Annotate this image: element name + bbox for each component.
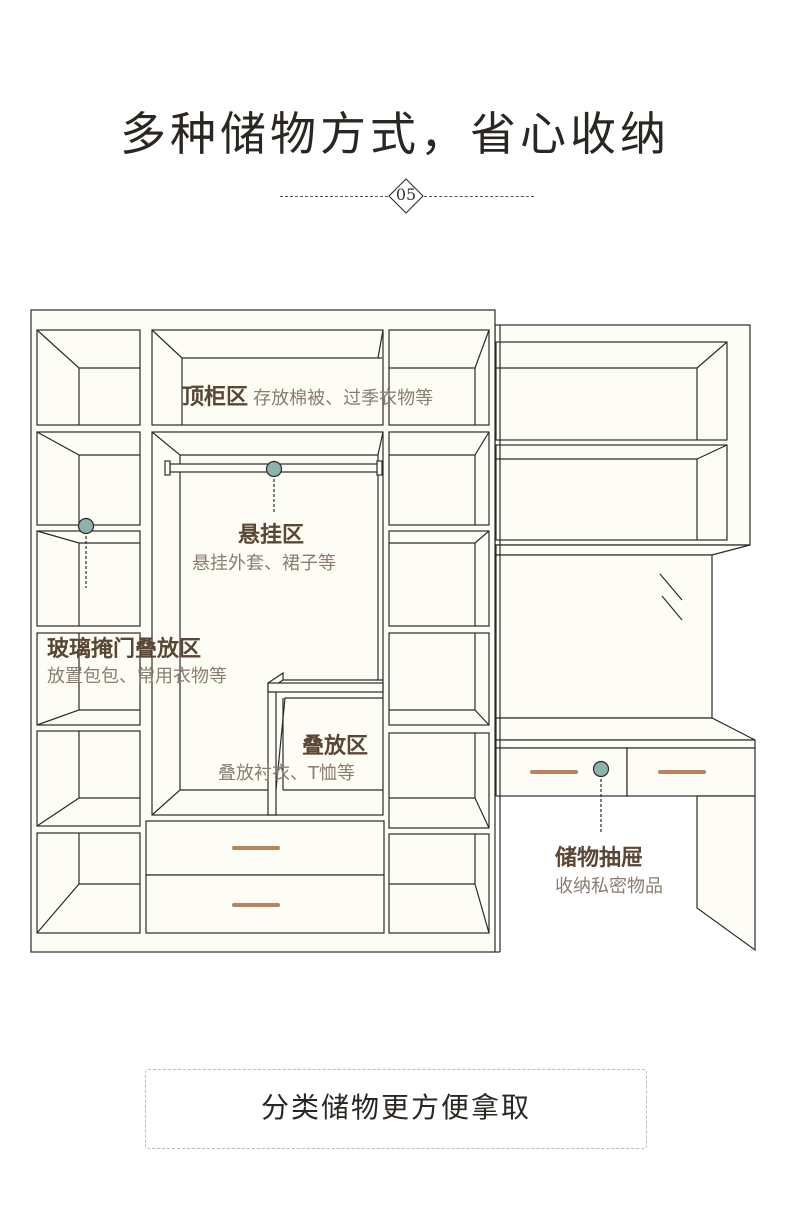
right-column (388, 329, 490, 934)
section-number-badge (388, 178, 424, 214)
drawer-zone-name: 储物抽屉 (555, 846, 644, 871)
page-title: 多种储物方式，省心收纳 (120, 107, 670, 161)
divider-left (280, 196, 388, 197)
top-cabinet-desc: 存放棉被、过季衣物等 (253, 388, 434, 409)
top-cabinet-label: 顶柜区 存放棉被、过季衣物等 (182, 379, 433, 411)
hanging-zone-name: 悬挂区 (238, 523, 305, 548)
glass-door-zone-desc: 放置包包、常用衣物等 (47, 666, 227, 687)
dresser-unit (494, 324, 756, 952)
folding-zone-desc: 叠放衬衣、T恤等 (218, 763, 355, 784)
callout-markers (77, 460, 610, 832)
section-number: 05 (395, 185, 417, 204)
glass-door-zone-name: 玻璃掩门叠放区 (47, 637, 202, 662)
footer-caption-box (145, 1069, 647, 1149)
hanging-zone-desc: 悬挂外套、裙子等 (192, 553, 336, 574)
wardrobe (30, 309, 501, 953)
footer-caption: 分类储物更方便拿取 (260, 1091, 531, 1124)
top-cabinet-name: 顶柜区 (182, 385, 249, 410)
divider-right (424, 196, 534, 197)
folding-zone-name: 叠放区 (302, 734, 369, 759)
drawer-zone-desc: 收纳私密物品 (555, 876, 663, 897)
